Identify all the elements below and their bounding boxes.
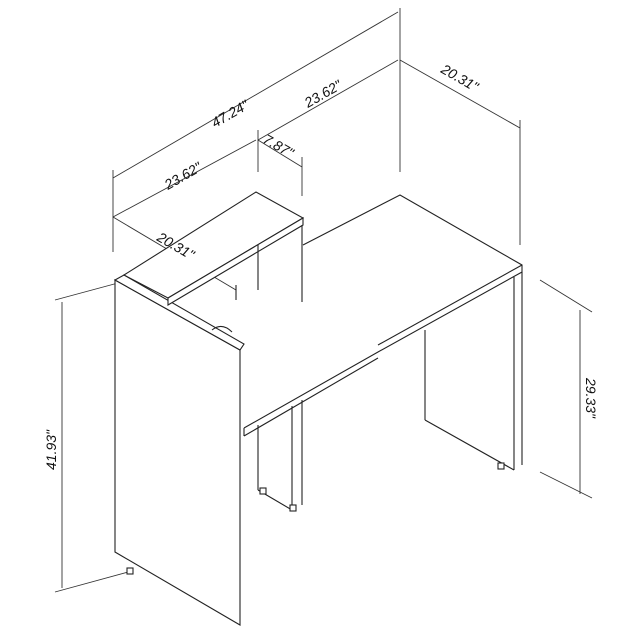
label-total-width: 47.24" — [209, 96, 253, 130]
foot — [259, 487, 267, 495]
foot — [497, 462, 505, 470]
foot — [126, 567, 134, 575]
desk-top — [243, 194, 523, 429]
hutch-top — [122, 191, 305, 299]
hutch-front-edge — [167, 217, 304, 306]
label-overall-height: 41.93" — [43, 429, 59, 470]
label-right-width: 23.62" — [301, 76, 345, 111]
label-hutch-depth: 7.87" — [261, 131, 298, 161]
label-desk-height: 29.33" — [583, 377, 599, 419]
extension-lines — [54, 8, 593, 593]
label-desk-depth: 20.31" — [438, 60, 482, 95]
dimension-lines — [61, 11, 581, 588]
foot — [289, 504, 297, 512]
label-left-width: 23.62" — [161, 158, 205, 193]
left-panel-edge — [113, 274, 245, 351]
